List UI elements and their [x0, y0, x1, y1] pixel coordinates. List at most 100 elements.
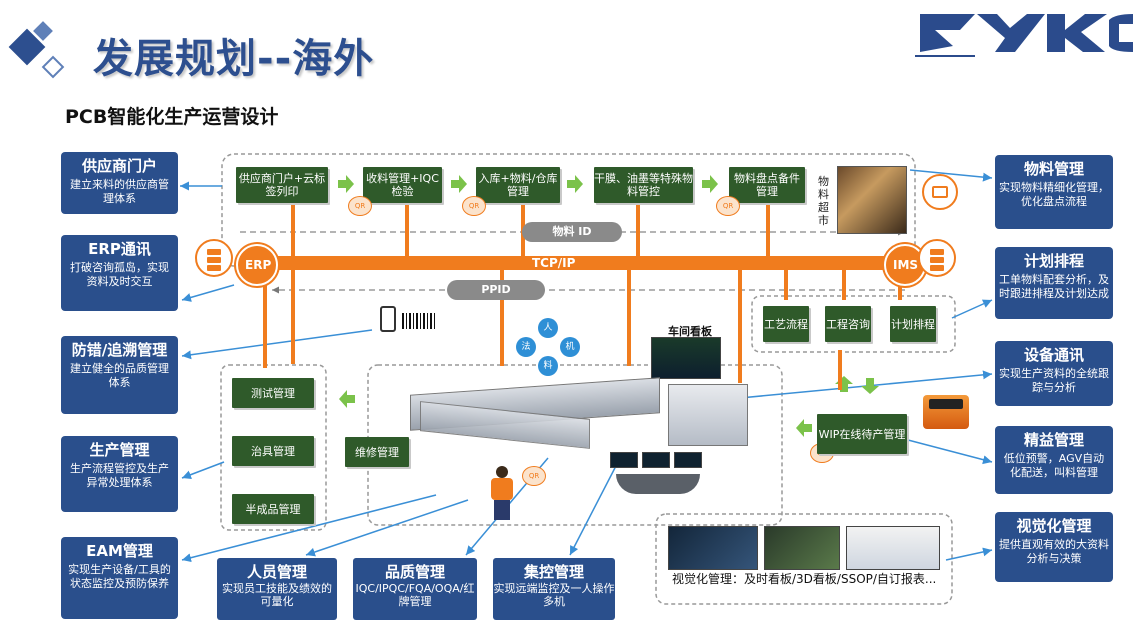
- plan-step-2: 工程咨询: [825, 306, 871, 342]
- centralized-control-box: 集控管理 实现远端监控及一人操作多机: [493, 558, 615, 620]
- planning-scheduling-box: 计划排程 工单物料配套分析，及时跟进排程及计划达成: [995, 247, 1113, 319]
- personnel-management-title: 人员管理: [246, 563, 307, 581]
- ppid-pill: PPID: [447, 280, 545, 300]
- lean-management-title: 精益管理: [1023, 431, 1084, 449]
- bus-drop-10: [842, 268, 846, 300]
- header: 发展规划--海外 PCB智能化生产运营设计: [0, 0, 1145, 140]
- control-console-image: [610, 452, 706, 498]
- bus-drop-5: [766, 204, 770, 258]
- quality-management-desc: IQC/IPQC/FQA/OQA/红牌管理: [355, 582, 475, 608]
- erp-label: ERP: [245, 258, 272, 272]
- dashboard-screenshot-1: [668, 526, 758, 570]
- centralized-control-desc: 实现远端监控及一人操作多机: [493, 582, 615, 608]
- bus-drop-9: [784, 268, 788, 300]
- bus-drop-4: [636, 204, 640, 258]
- page-title: 发展规划--海外: [93, 36, 375, 82]
- production-management-title: 生产管理: [89, 441, 150, 459]
- kanban-screen: [651, 337, 721, 379]
- repair-management-box: 维修管理: [345, 437, 409, 467]
- quad-material: 料: [538, 356, 558, 376]
- bus-drop-1: [291, 204, 295, 364]
- mobile-device-icon: [380, 306, 396, 332]
- left-step-1: 测试管理: [232, 378, 314, 408]
- bus-drop-13: [838, 350, 842, 390]
- material-management-box: 物料管理 实现物料精细化管理，优化盘点流程: [995, 155, 1113, 229]
- erp-communication-desc: 打破咨询孤岛，实现资料及时交互: [70, 261, 169, 288]
- bus-drop-6: [500, 268, 504, 366]
- left-step-3: 半成品管理: [232, 494, 314, 524]
- rfid-tag-icon: QR: [348, 196, 372, 216]
- material-id-pill: 物料 ID: [522, 222, 622, 242]
- ims-server-icon: [918, 239, 956, 277]
- centralized-control-title: 集控管理: [523, 563, 584, 581]
- tcp-ip-bus: [262, 256, 902, 270]
- bus-drop-8: [738, 268, 742, 383]
- kanban-label: 车间看板: [668, 325, 712, 338]
- material-management-title: 物料管理: [1023, 160, 1084, 178]
- error-proofing-box: 防错/追溯管理 建立健全的品质管理体系: [61, 336, 178, 414]
- planning-scheduling-title: 计划排程: [1023, 252, 1084, 270]
- quad-method: 法: [516, 337, 536, 357]
- equipment-communication-box: 设备通讯 实现生产资料的全统跟踪与分析: [995, 341, 1113, 406]
- erp-communication-title: ERP通讯: [88, 240, 151, 258]
- dashboard-screenshot-2: [764, 526, 840, 570]
- dashboard-screenshot-3: [846, 526, 940, 570]
- ims-label: IMS: [893, 258, 919, 272]
- material-management-desc: 实现物料精细化管理，优化盘点流程: [999, 181, 1109, 208]
- personnel-management-desc: 实现员工技能及绩效的可量化: [222, 582, 332, 608]
- tcp-ip-label: TCP/IP: [532, 256, 576, 270]
- plan-step-1: 工艺流程: [763, 306, 809, 342]
- erp-node: ERP: [236, 244, 278, 286]
- visual-management-title: 视觉化管理: [1016, 517, 1092, 535]
- lean-management-box: 精益管理 低位预警，AGV自动化配送，叫料管理: [995, 426, 1113, 494]
- quad-person: 人: [538, 318, 558, 338]
- barcode-icon: [402, 313, 436, 329]
- flow-step-5: 物料盘点备件管理: [729, 167, 805, 203]
- error-proofing-desc: 建立健全的品质管理体系: [70, 362, 169, 389]
- supplier-portal-title: 供应商门户: [81, 157, 157, 175]
- quality-management-box: 品质管理 IQC/IPQC/FQA/OQA/红牌管理: [353, 558, 477, 620]
- supplier-portal-desc: 建立来料的供应商管理体系: [70, 178, 169, 205]
- rfid-tag-icon: QR: [462, 196, 486, 216]
- flow-step-4: 干膜、油墨等特殊物料管控: [594, 167, 693, 203]
- bus-drop-7: [627, 268, 631, 366]
- visual-caption: 视觉化管理：及时看板/3D看板/SSOP/自订报表...: [672, 572, 937, 586]
- visual-management-box: 视觉化管理 提供直观有效的大资料分析与决策: [995, 512, 1113, 582]
- eam-management-box: EAM管理 实现生产设备/工具的状态监控及预防保养: [61, 537, 178, 619]
- error-proofing-title: 防错/追溯管理: [71, 341, 168, 359]
- eam-management-desc: 实现生产设备/工具的状态监控及预防保养: [68, 563, 171, 590]
- supplier-portal-box: 供应商门户 建立来料的供应商管理体系: [61, 152, 178, 214]
- visual-management-desc: 提供直观有效的大资料分析与决策: [999, 538, 1109, 565]
- rfid-tag-icon: QR: [716, 196, 740, 216]
- rfid-tag-icon: QR: [522, 466, 546, 486]
- eam-management-title: EAM管理: [86, 542, 153, 560]
- quality-management-title: 品质管理: [384, 563, 445, 581]
- flow-step-2: 收料管理+IQC检验: [363, 167, 442, 203]
- production-management-desc: 生产流程管控及生产异常处理体系: [70, 462, 169, 489]
- quad-machine: 机: [560, 337, 580, 357]
- lean-management-desc: 低位预警，AGV自动化配送，叫料管理: [1003, 452, 1105, 479]
- planning-scheduling-desc: 工单物料配套分析，及时跟进排程及计划达成: [999, 273, 1109, 300]
- cloud-server-icon: [922, 174, 958, 210]
- worker-figure: [488, 466, 516, 522]
- left-step-2: 治具管理: [232, 436, 314, 466]
- agv-robot-image: [923, 395, 969, 429]
- flow-step-1: 供应商门户+云标签列印: [236, 167, 328, 203]
- diamond-logo-icon: [8, 21, 65, 79]
- warehouse-photo: [837, 166, 907, 234]
- four-m-quad: 人 法 机 料: [514, 318, 582, 376]
- personnel-management-box: 人员管理 实现员工技能及绩效的可量化: [217, 558, 337, 620]
- supermarket-label: 物料超市: [818, 175, 829, 227]
- plan-step-3: 计划排程: [890, 306, 936, 342]
- smt-machine-image: [668, 384, 748, 446]
- page-subtitle: PCB智能化生产运营设计: [65, 106, 279, 128]
- erp-communication-box: ERP通讯 打破咨询孤岛，实现资料及时交互: [61, 235, 178, 311]
- wip-management-box: WIP在线待产管理: [817, 414, 907, 454]
- brand-logo-icon: [915, 14, 1133, 57]
- bus-drop-2: [405, 204, 409, 258]
- production-management-box: 生产管理 生产流程管控及生产异常处理体系: [61, 436, 178, 512]
- erp-server-icon: [195, 239, 233, 277]
- equipment-communication-title: 设备通讯: [1023, 346, 1084, 364]
- flow-step-3: 入库+物料/仓库管理: [476, 167, 560, 203]
- bus-drop-12: [263, 268, 267, 368]
